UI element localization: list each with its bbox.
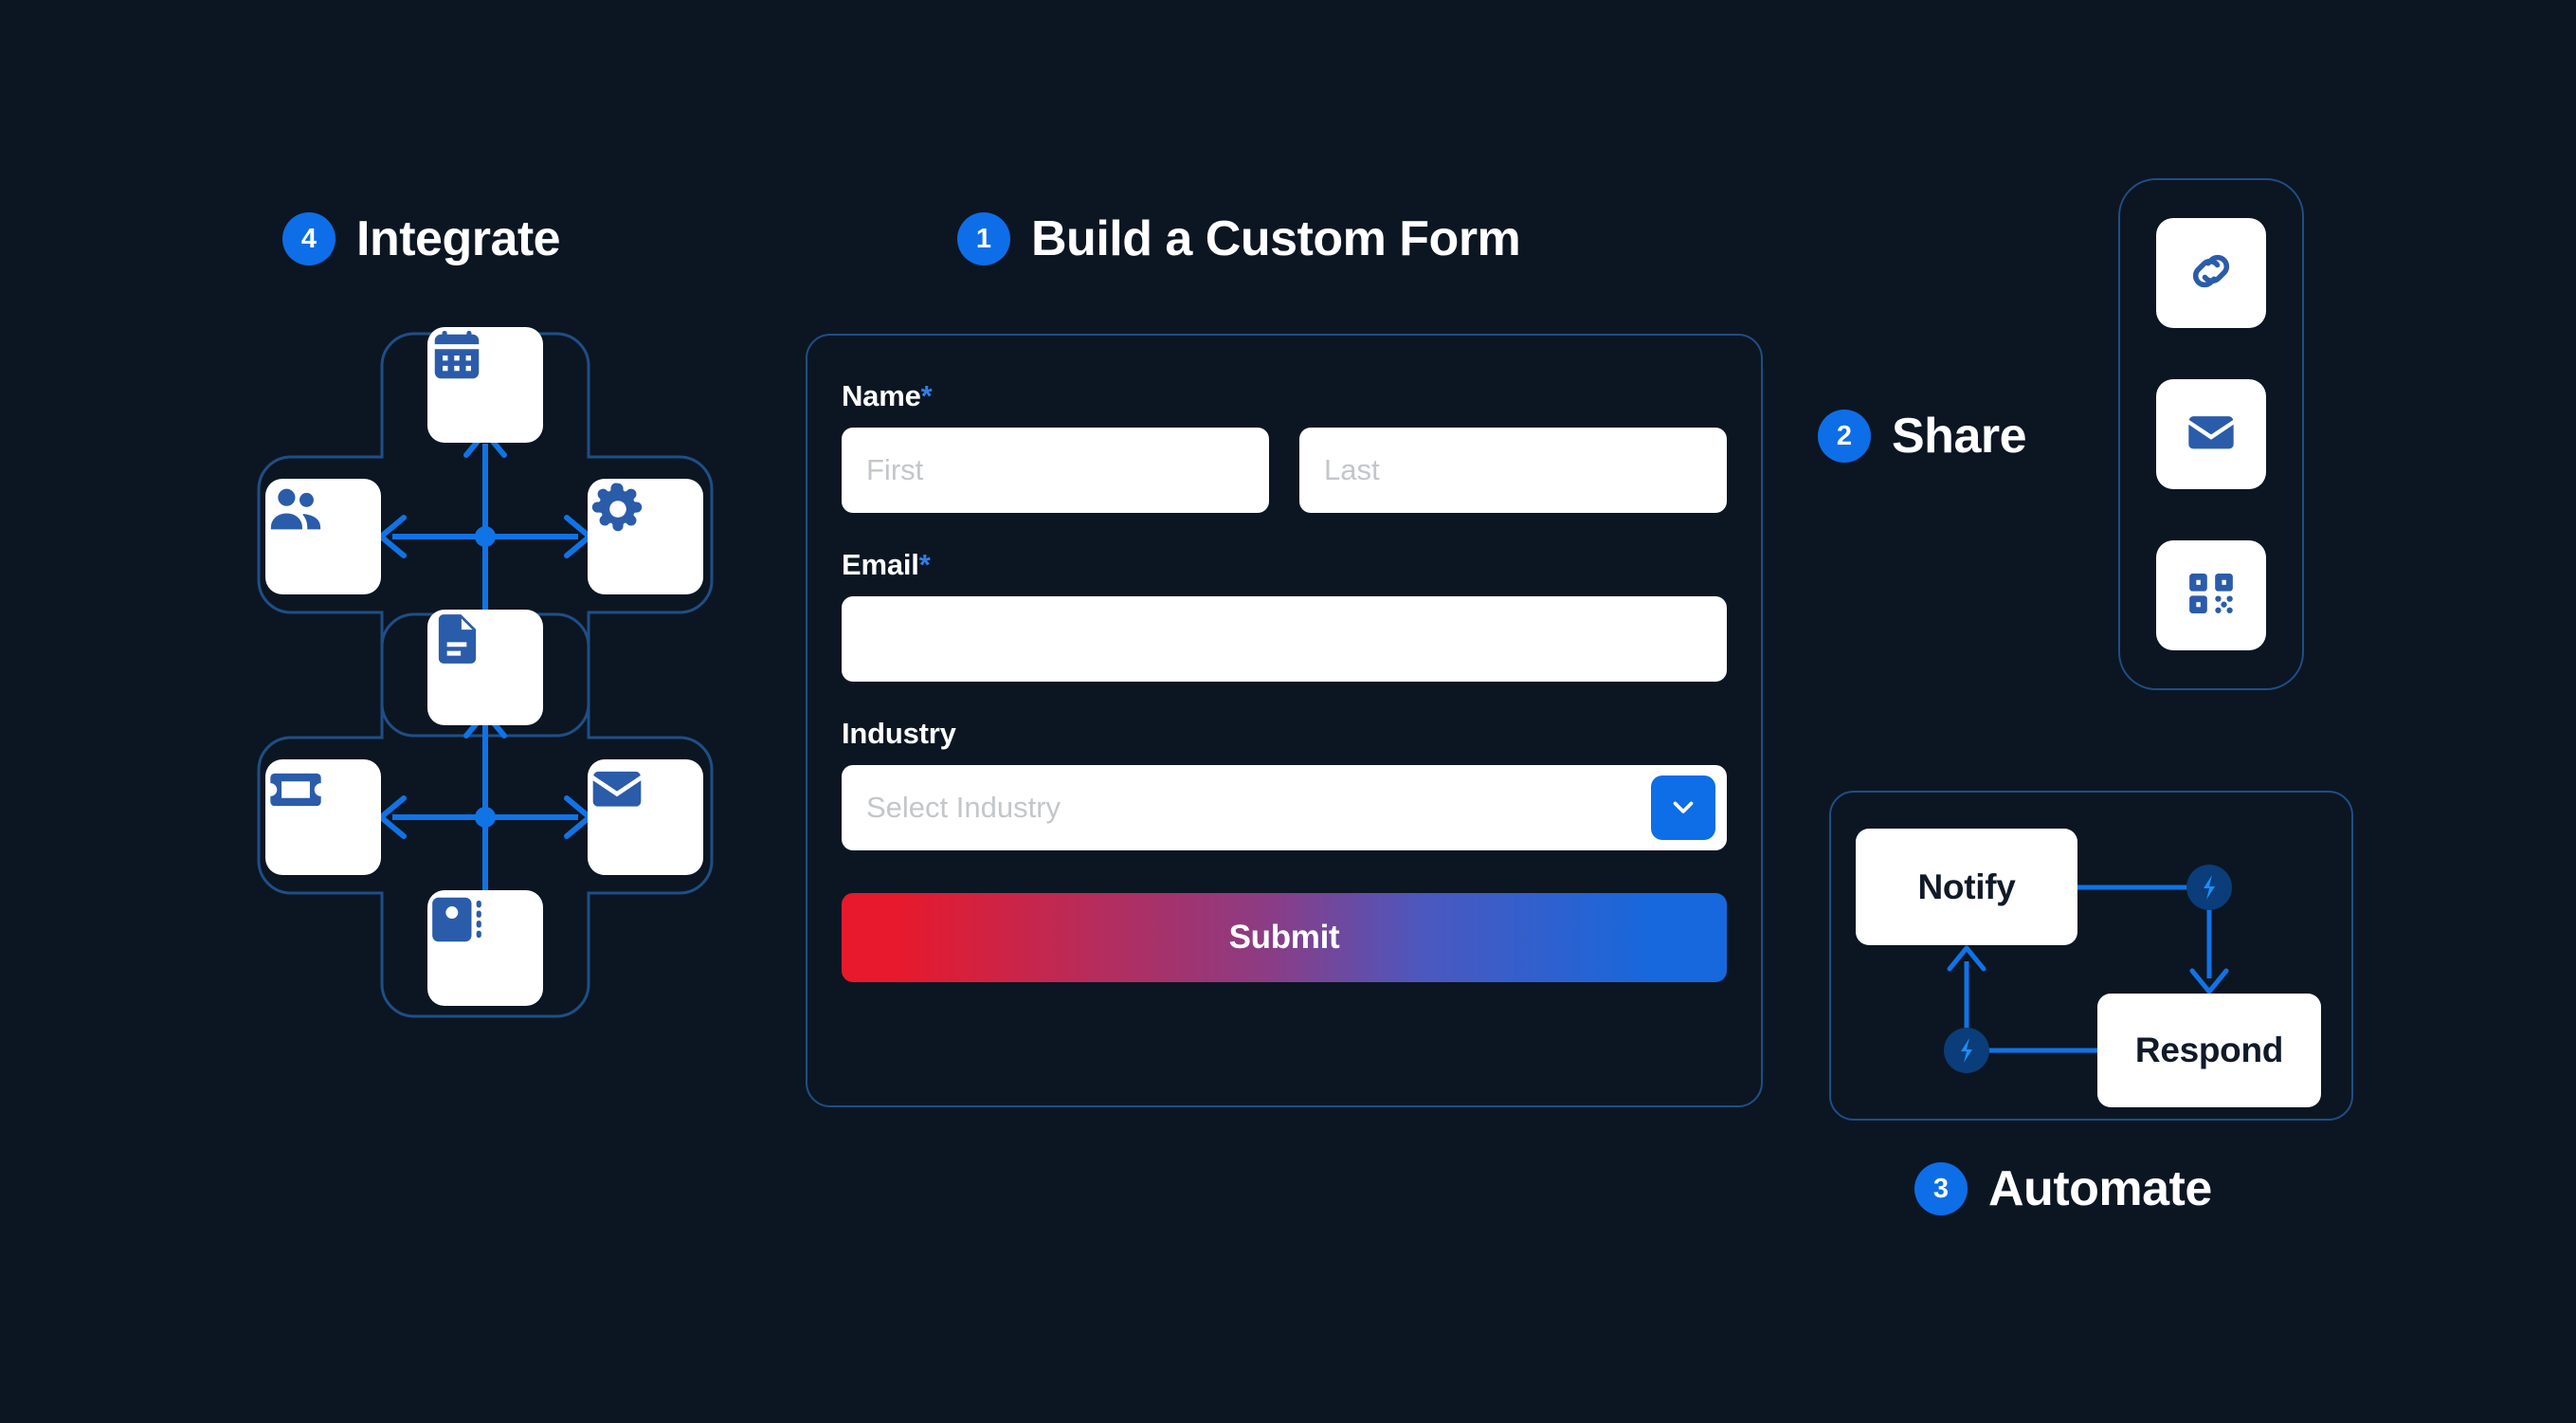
- integrate-tile-ticket[interactable]: [265, 759, 381, 875]
- share-tile-qr-code[interactable]: [2156, 540, 2266, 650]
- chevron-down-icon: [1667, 791, 1699, 826]
- automate-node-notify[interactable]: Notify: [1856, 829, 2077, 945]
- step-badge-4: 4: [282, 212, 336, 265]
- last-name-input[interactable]: [1299, 428, 1727, 513]
- section-title-integrate: Integrate: [356, 211, 561, 266]
- automate-node-respond[interactable]: Respond: [2097, 994, 2321, 1107]
- name-label-text: Name: [842, 379, 921, 412]
- integrate-diagram: [210, 320, 760, 1221]
- integrate-tile-gear[interactable]: [588, 479, 703, 594]
- section-heading-automate: 3 Automate: [1914, 1160, 2212, 1217]
- custom-form-card: Name* Email* Industry Select Industry Su…: [806, 334, 1763, 1107]
- industry-field-label: Industry: [842, 717, 956, 750]
- section-heading-integrate: 4 Integrate: [282, 210, 561, 267]
- step-badge-1: 1: [957, 212, 1010, 265]
- email-field-label: Email*: [842, 548, 1727, 582]
- name-field-label: Name*: [842, 379, 1727, 413]
- step-badge-3: 3: [1914, 1162, 1968, 1215]
- section-heading-share: 2 Share: [1818, 408, 2027, 465]
- link-icon: [2184, 244, 2239, 303]
- integrate-tile-calendar[interactable]: [427, 327, 543, 443]
- integrate-tile-people[interactable]: [265, 479, 381, 594]
- automate-connector-graphic: [1944, 865, 2232, 1073]
- email-input[interactable]: [842, 596, 1727, 682]
- industry-select[interactable]: Select Industry: [842, 765, 1727, 850]
- first-name-input[interactable]: [842, 428, 1269, 513]
- share-tile-email[interactable]: [2156, 379, 2266, 489]
- qr-code-icon: [2185, 567, 2238, 625]
- email-label-text: Email: [842, 548, 919, 581]
- section-title-share: Share: [1892, 409, 2027, 464]
- section-title-build: Build a Custom Form: [1031, 211, 1521, 266]
- automate-workflow-panel: Notify Respond: [1829, 791, 2353, 1121]
- industry-select-value: Select Industry: [866, 791, 1061, 824]
- step-badge-2: 2: [1818, 410, 1871, 463]
- submit-button[interactable]: Submit: [842, 893, 1727, 982]
- industry-dropdown-button[interactable]: [1651, 775, 1715, 840]
- integrate-tile-envelope[interactable]: [588, 759, 703, 875]
- section-heading-build: 1 Build a Custom Form: [957, 210, 1521, 267]
- share-options-panel: [2118, 178, 2304, 690]
- integrate-tile-document[interactable]: [427, 610, 543, 725]
- section-title-automate: Automate: [1988, 1161, 2212, 1216]
- email-required-asterisk: *: [918, 548, 931, 581]
- name-required-asterisk: *: [920, 379, 933, 412]
- envelope-icon: [2184, 405, 2239, 465]
- share-tile-link[interactable]: [2156, 218, 2266, 328]
- integrate-tile-contact-card[interactable]: [427, 890, 543, 1006]
- name-input-row: [842, 428, 1727, 513]
